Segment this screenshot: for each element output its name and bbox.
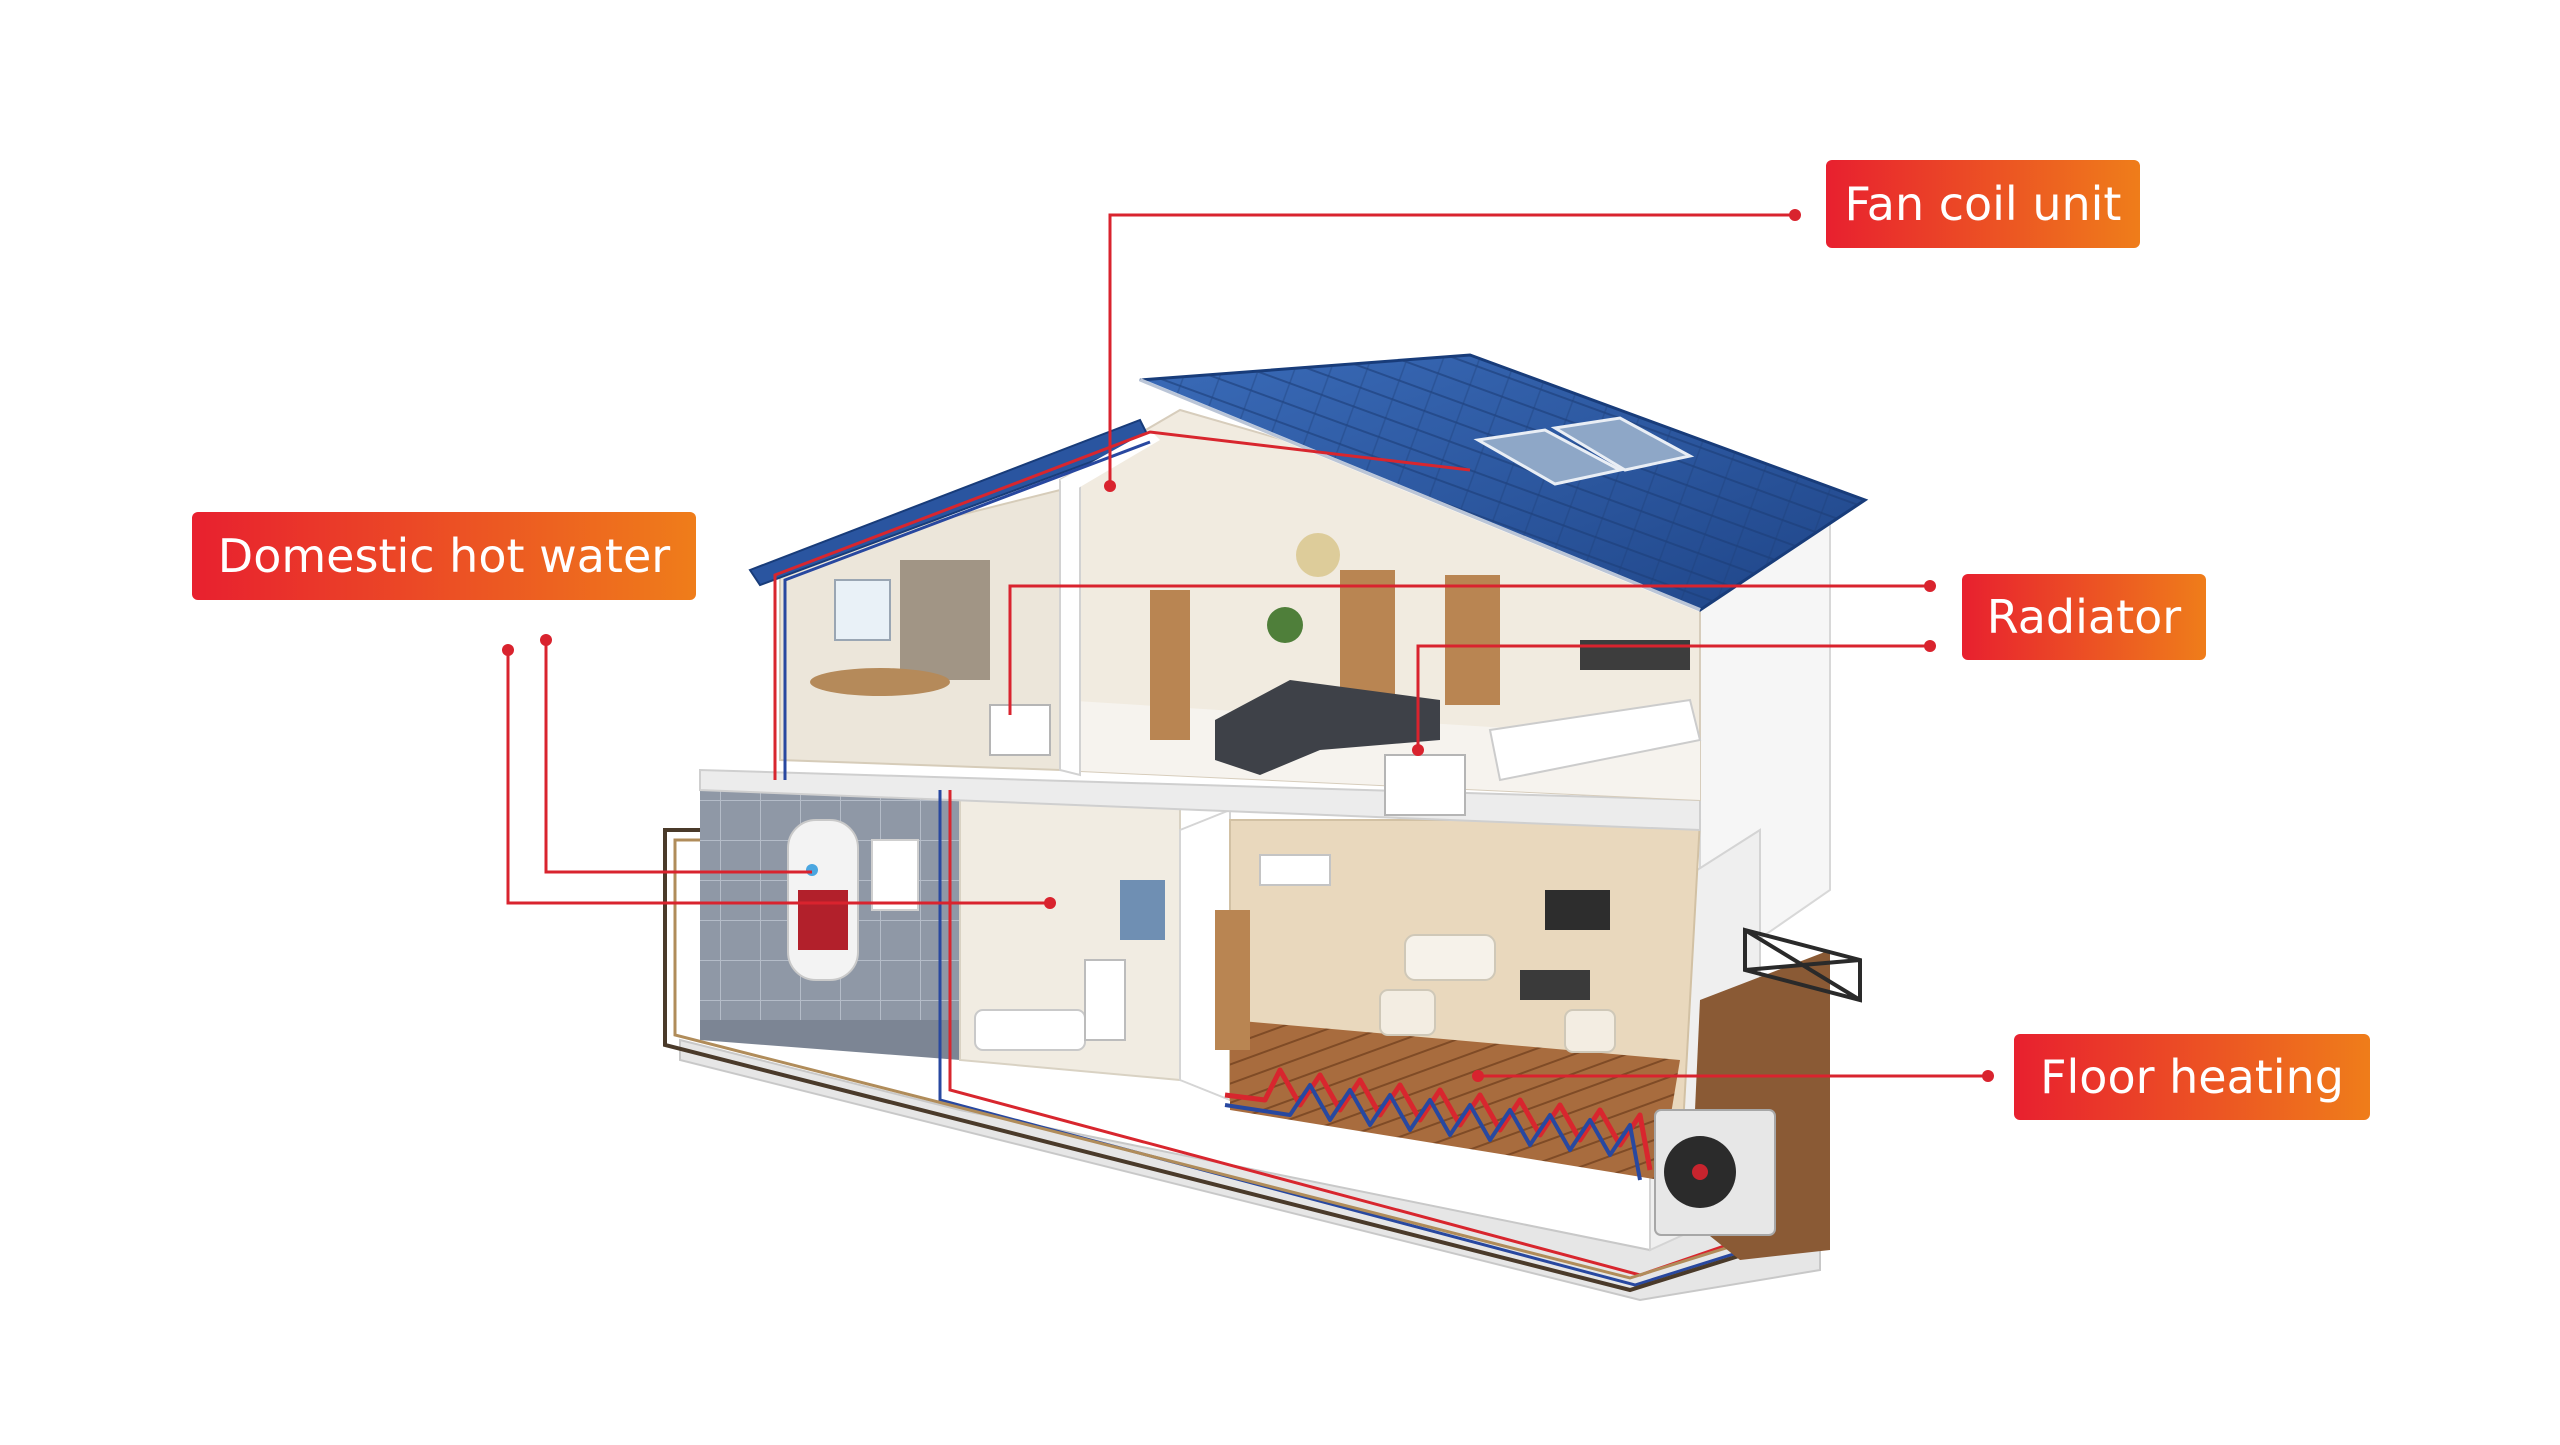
label-domestic-hot-water-text: Domestic hot water (217, 529, 671, 583)
roof-edge (1139, 378, 1701, 612)
armchair-2 (1564, 1009, 1616, 1053)
label-radiator-text: Radiator (1986, 590, 2182, 644)
heat-pump-fan-hub (1692, 1164, 1708, 1180)
leader-fan-coil (1108, 213, 1795, 486)
upper-interior-wall (1059, 468, 1081, 777)
solar-panel-1 (1473, 428, 1625, 486)
dining-table (1488, 698, 1702, 782)
kitchen-window (834, 579, 891, 641)
label-floor-heating-text: Floor heating (2040, 1050, 2344, 1104)
towel-radiator (1084, 959, 1126, 1041)
tank-indicator (806, 864, 818, 876)
leader-floor-heating-dot (1982, 1070, 1994, 1082)
leader-radiator-2 (1416, 644, 1930, 750)
living-room-floor (1230, 1020, 1680, 1180)
chandelier (1296, 533, 1340, 577)
tv (1545, 890, 1610, 930)
wall-unit (1259, 854, 1331, 886)
bath-cabinet (1120, 880, 1165, 940)
label-radiator: Radiator (1962, 574, 2206, 660)
plant (1267, 607, 1303, 643)
upper-door-1 (1150, 590, 1190, 740)
label-domestic-hot-water: Domestic hot water (192, 512, 696, 600)
label-floor-heating: Floor heating (2014, 1034, 2370, 1120)
armchair-1 (1379, 989, 1436, 1036)
kitchen-table (810, 668, 950, 696)
leader-radiator-2-dot-end (1412, 744, 1424, 756)
upper-door-3 (1445, 575, 1500, 705)
leader-lines (502, 209, 1994, 1082)
coffee-table (1520, 970, 1590, 1000)
kitchen-shelves (900, 560, 990, 680)
leader-radiator-1 (1008, 584, 1930, 715)
label-fan-coil-unit-text: Fan coil unit (1844, 177, 2122, 231)
upper-radiator (1384, 754, 1466, 816)
leader-dhw-1-dot (502, 644, 514, 656)
pipe-outer-loop-2 (673, 838, 1791, 1280)
leader-dhw-1 (506, 650, 1050, 905)
solar-panel-2 (1550, 416, 1695, 472)
dark-sofa (1215, 680, 1440, 775)
roof-tiles (1140, 355, 1865, 610)
upper-door-2 (1340, 570, 1395, 700)
leader-radiator-1-dot (1924, 580, 1936, 592)
utility-room-floor (700, 1020, 960, 1060)
tank-coil (798, 890, 848, 950)
leader-fan-coil-dot-end (1789, 209, 1801, 221)
deck-railing (1743, 927, 1862, 1003)
upper-left-radiator (989, 704, 1051, 756)
floor-heating-coil (1224, 1067, 1653, 1171)
label-fan-coil-unit: Fan coil unit (1826, 160, 2140, 248)
sofa-1 (1404, 934, 1496, 981)
floor-heating-coil-return (1224, 1083, 1642, 1181)
bathtub (974, 1009, 1086, 1051)
pipe-outer-loop (663, 828, 1791, 1293)
leader-fan-coil-dot-start (1104, 480, 1116, 492)
house-illustration (663, 353, 1869, 1302)
living-room-door (1215, 910, 1250, 1050)
leader-dhw-1-dot-end (1044, 897, 1056, 909)
leader-dhw-2-dot (540, 634, 552, 646)
boiler (871, 839, 919, 911)
leader-floor-heating-dot-end (1472, 1070, 1484, 1082)
leader-radiator-2-dot (1924, 640, 1936, 652)
leader-dhw-2 (544, 640, 812, 874)
